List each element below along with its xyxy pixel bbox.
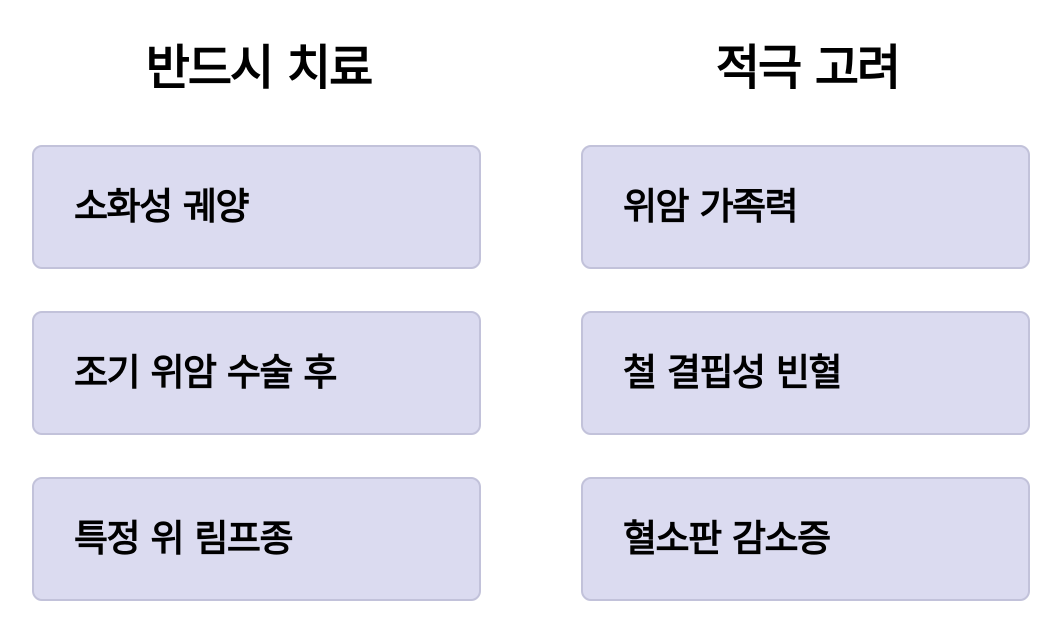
item-card-early-gastric-cancer-post-surgery: 조기 위암 수술 후: [32, 311, 481, 435]
item-card-gastric-lymphoma: 특정 위 림프종: [32, 477, 481, 601]
item-label: 혈소판 감소증: [623, 517, 831, 560]
item-card-peptic-ulcer: 소화성 궤양: [32, 145, 481, 269]
item-label: 특정 위 림프종: [74, 517, 294, 560]
item-card-thrombocytopenia: 혈소판 감소증: [581, 477, 1030, 601]
item-card-family-history: 위암 가족력: [581, 145, 1030, 269]
column-title-actively-consider: 적극 고려: [715, 40, 901, 96]
item-label: 조기 위암 수술 후: [74, 351, 337, 394]
item-label: 철 결핍성 빈혈: [623, 351, 843, 394]
item-label: 위암 가족력: [623, 185, 799, 228]
item-card-iron-deficiency-anemia: 철 결핍성 빈혈: [581, 311, 1030, 435]
item-label: 소화성 궤양: [74, 185, 250, 228]
column-title-must-treat: 반드시 치료: [145, 40, 374, 96]
